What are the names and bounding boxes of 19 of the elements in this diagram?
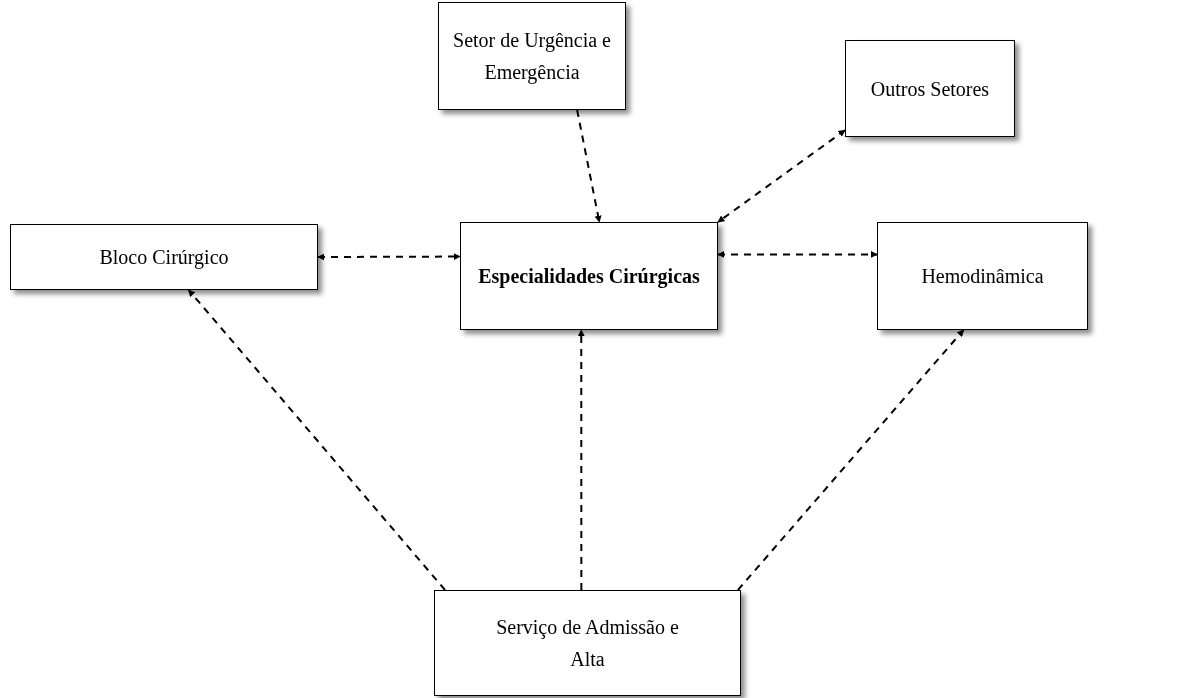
sector-box	[845, 40, 1015, 137]
sector-label: Hemodinâmica	[921, 264, 1044, 289]
sector-label: Outros Setores	[870, 76, 990, 102]
sector-box	[877, 222, 1088, 330]
sector-box	[434, 590, 741, 696]
dashed-arrow	[576, 109, 602, 223]
dashed-arrow	[736, 329, 965, 591]
dashed-arrow	[577, 329, 585, 591]
sector-label: Serviço de Admissão e Alta	[495, 615, 680, 672]
sector-label: Bloco Cirúrgico	[99, 245, 229, 271]
sector-label: Setor de Urgência e Emergência	[452, 28, 612, 86]
dashed-arrow	[317, 253, 461, 261]
sector-label: Especialidades Cirúrgicas	[478, 264, 700, 290]
sector-box	[10, 224, 318, 290]
dashed-arrow	[717, 129, 846, 223]
dashed-arrow	[187, 289, 447, 591]
sector-box	[460, 222, 718, 330]
sector-box	[438, 2, 626, 110]
dashed-arrow	[717, 250, 878, 258]
